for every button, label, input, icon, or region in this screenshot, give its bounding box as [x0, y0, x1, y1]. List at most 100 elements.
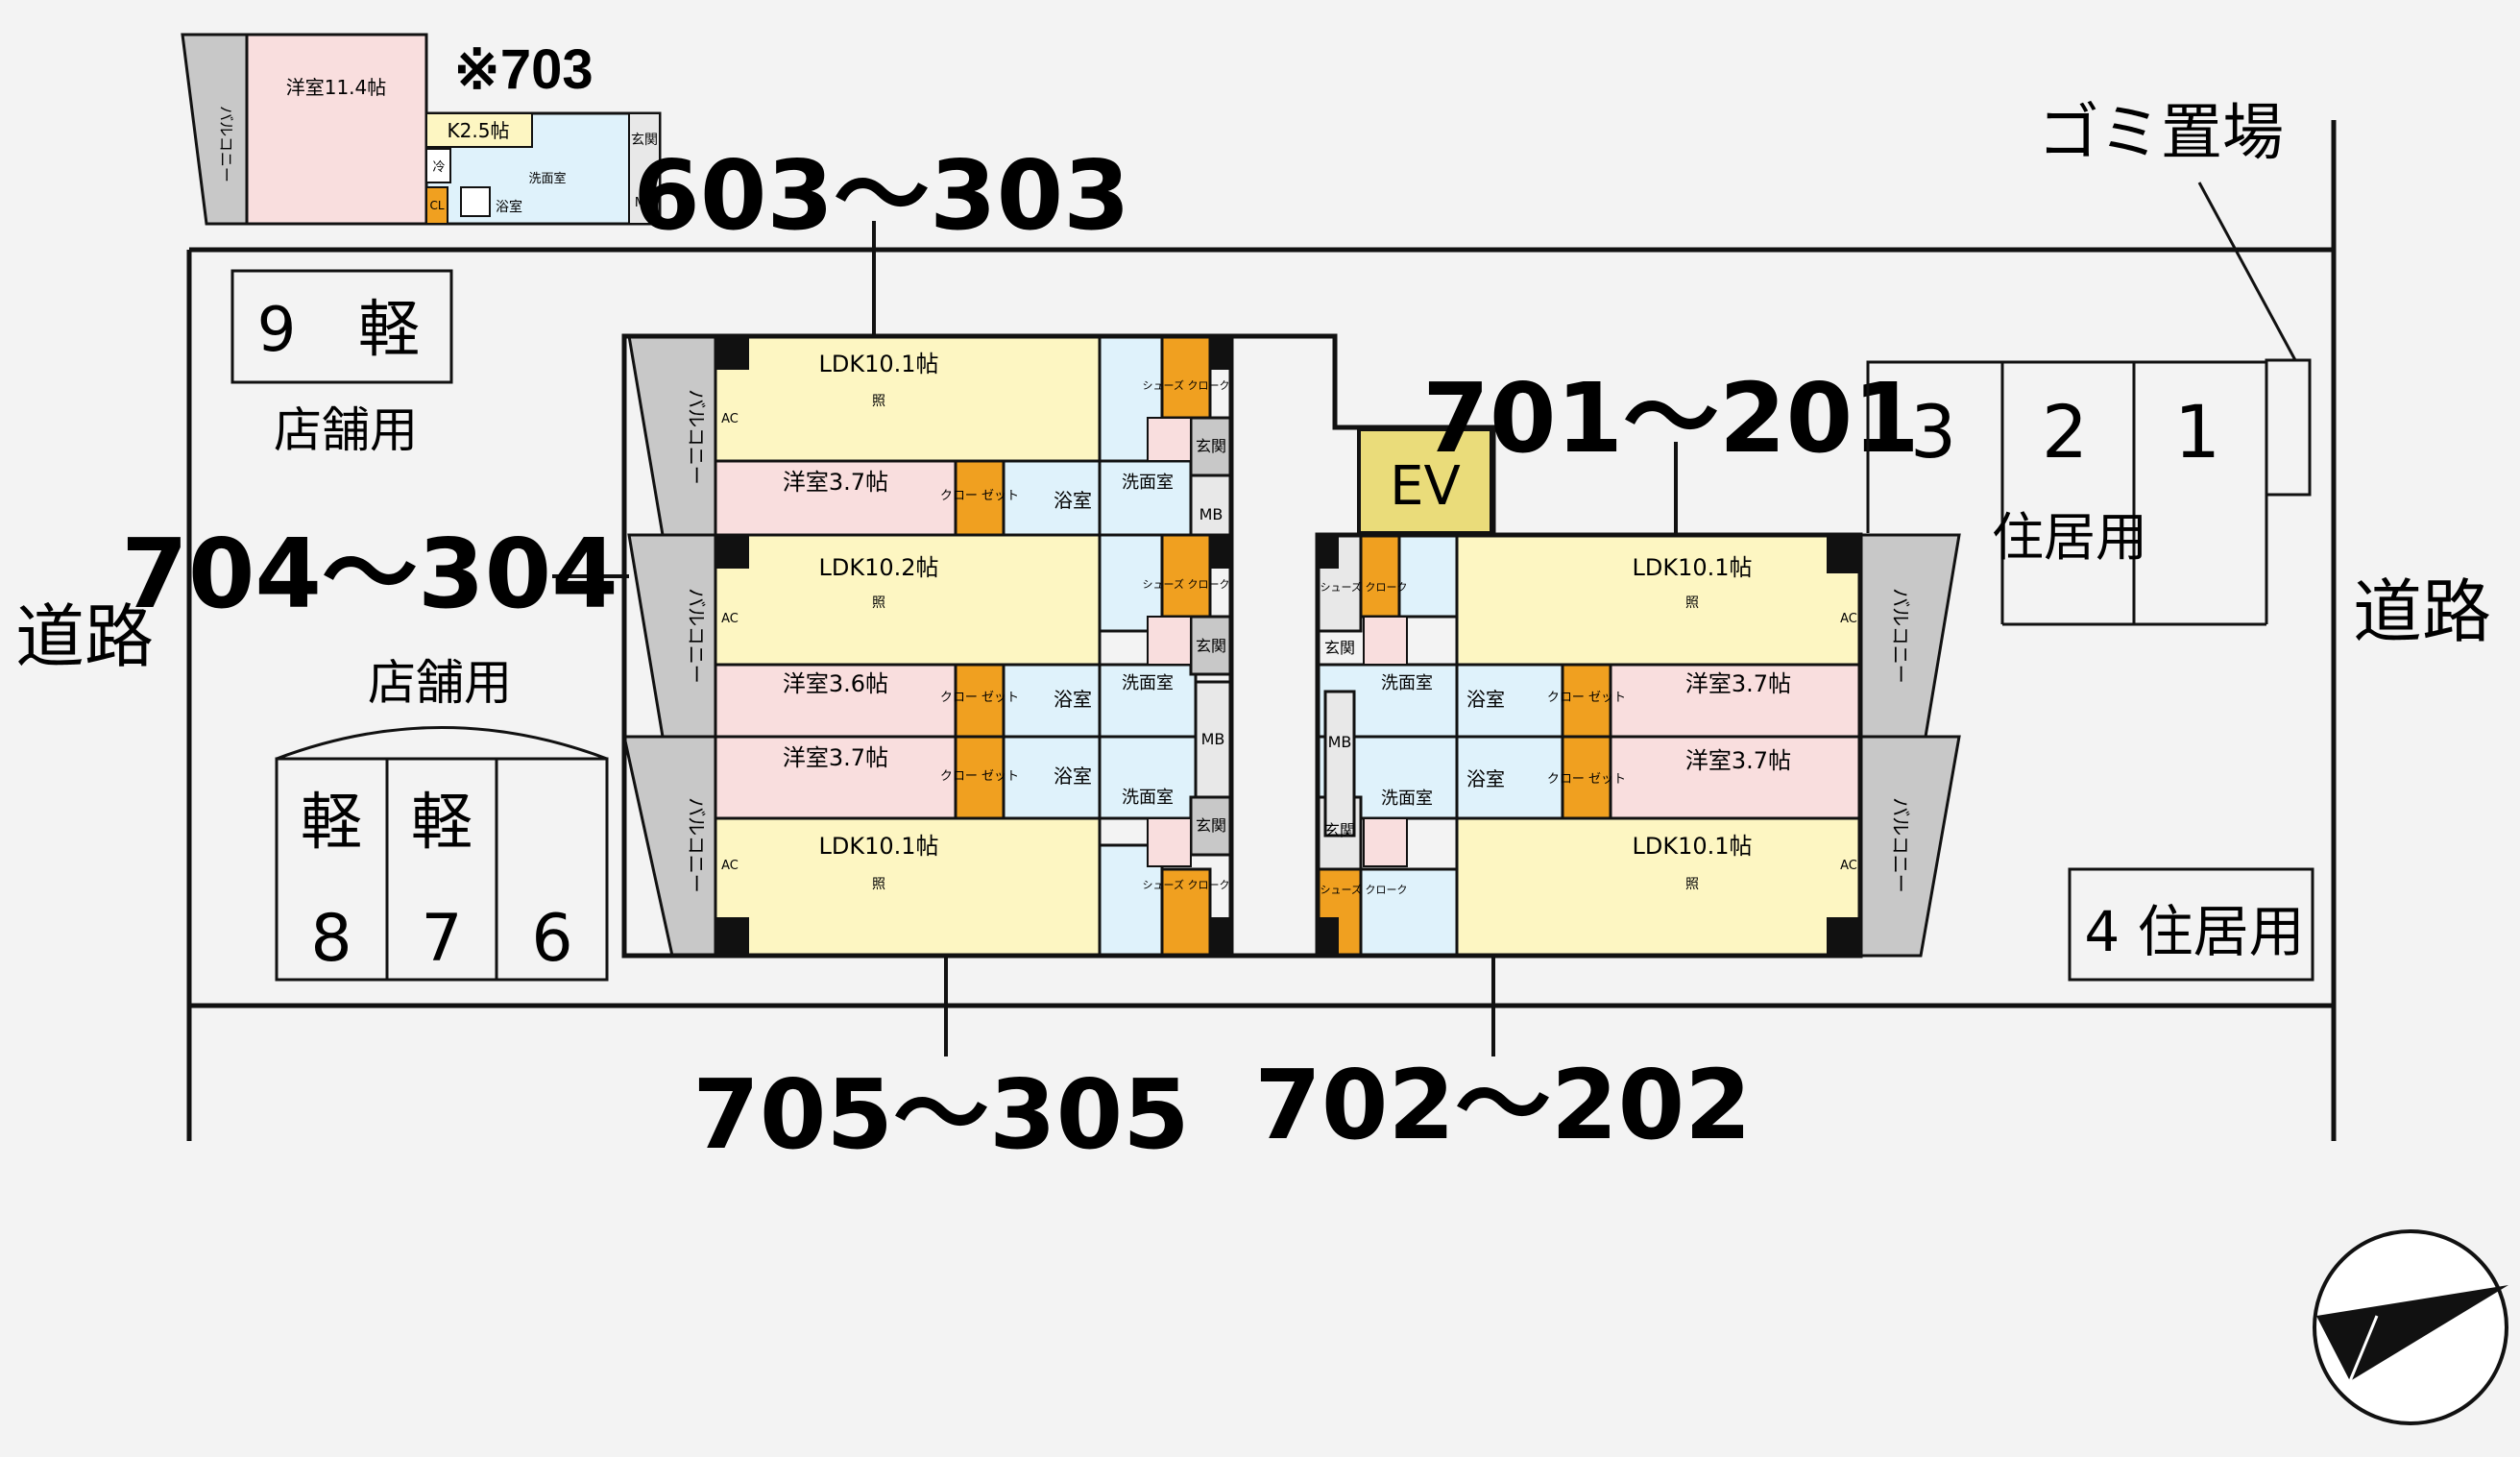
road-right: 道路 — [2353, 571, 2491, 652]
balcony-701: バルコニー — [1889, 588, 1912, 684]
bath-701: 浴室 — [1466, 688, 1505, 711]
mb-603: MB — [1199, 505, 1224, 523]
residential-label: 住居用 — [1992, 507, 2147, 568]
bath-704: 浴室 — [1054, 688, 1092, 711]
closet-705: クロー ゼット — [940, 769, 1019, 784]
label-units-702-202: 702～202 — [1254, 1049, 1751, 1161]
washroom-702: 洗面室 — [1381, 789, 1433, 809]
shoe-closet-603: シューズ クローク — [1143, 378, 1230, 392]
ac-705: AC — [721, 859, 739, 873]
room-western-705: 洋室3.7帖 — [783, 744, 888, 771]
label-units-705-305: 705～305 — [692, 1058, 1189, 1171]
balcony-603: バルコニー — [685, 389, 708, 485]
cl-703: CL — [429, 199, 444, 212]
light-603: 照 — [872, 394, 885, 409]
closet-701: クロー ゼット — [1547, 691, 1626, 705]
entrance-701: 玄関 — [1324, 639, 1355, 657]
room-western-11-4: 洋室11.4帖 — [286, 76, 387, 99]
elevator — [1357, 427, 1493, 535]
parking-8-7-6 — [275, 726, 609, 982]
washroom-701: 洗面室 — [1381, 673, 1433, 693]
room-ldk-603: LDK10.1帖 — [818, 351, 938, 377]
parking-7-number: 7 — [421, 901, 462, 977]
parking-3-2-1 — [1866, 360, 2268, 626]
balcony-704: バルコニー — [685, 588, 708, 684]
shoe-closet-704: シューズ クローク — [1143, 577, 1230, 591]
fridge-703: 冷 — [432, 160, 445, 175]
light-701: 照 — [1685, 595, 1699, 611]
entrance-705: 玄関 — [1196, 816, 1226, 835]
room-k-2-5: K2.5帖 — [448, 119, 510, 142]
label-units-704-304: 704～304 — [121, 518, 618, 630]
unit-703-plan — [181, 33, 662, 226]
ac-702: AC — [1840, 859, 1857, 873]
room-ldk-705: LDK10.1帖 — [818, 833, 938, 860]
balcony-705: バルコニー — [685, 797, 708, 893]
shop-use-bottom: 店舗用 — [368, 655, 512, 711]
ac-603: AC — [721, 412, 739, 426]
room-western-603: 洋室3.7帖 — [783, 469, 888, 496]
parking-8-number: 8 — [310, 901, 351, 977]
light-704: 照 — [872, 595, 885, 611]
closet-704: クロー ゼット — [940, 691, 1019, 705]
leader-lines — [552, 221, 1678, 1056]
mb-703: MB — [635, 196, 654, 210]
garbage-area — [2265, 358, 2312, 497]
bath-703: 浴室 — [496, 199, 522, 215]
road-left: 道路 — [15, 596, 154, 677]
parking-3-number: 3 — [1910, 389, 1956, 474]
elevator-label: EV — [1390, 455, 1461, 518]
parking-6-number: 6 — [531, 901, 572, 977]
ac-701: AC — [1840, 612, 1857, 626]
west-wing — [621, 333, 1234, 959]
shoe-closet-701: シューズ クローク — [1321, 580, 1408, 594]
balcony-703: バルコニー — [217, 106, 235, 182]
parking-9-kei: 軽 — [358, 295, 420, 366]
mb-704: MB — [1201, 730, 1225, 748]
garbage-area-label: ゴミ置場 — [2038, 98, 2284, 169]
garbage-leader — [2197, 182, 2297, 361]
light-702: 照 — [1685, 877, 1699, 892]
room-ldk-701: LDK10.1帖 — [1632, 554, 1752, 581]
closet-603: クロー ゼット — [940, 489, 1019, 503]
shop-use-top: 店舗用 — [274, 402, 418, 458]
parking-2-number: 2 — [2042, 389, 2088, 474]
room-ldk-704: LDK10.2帖 — [818, 554, 938, 581]
entrance-704: 玄関 — [1196, 637, 1226, 655]
washroom-704: 洗面室 — [1122, 673, 1174, 693]
label-units-701-201: 701～201 — [1422, 362, 1919, 474]
entrance-702: 玄関 — [1324, 821, 1355, 839]
bath-702: 浴室 — [1466, 767, 1505, 790]
ac-704: AC — [721, 612, 739, 626]
room-ldk-702: LDK10.1帖 — [1632, 833, 1752, 860]
room-western-701: 洋室3.7帖 — [1685, 670, 1791, 697]
parking-space-4 — [2068, 867, 2314, 982]
light-705: 照 — [872, 877, 885, 892]
parking-9-number: 9 — [257, 295, 297, 366]
bath-603: 浴室 — [1054, 489, 1092, 512]
balcony-702: バルコニー — [1889, 797, 1912, 893]
bath-705: 浴室 — [1054, 765, 1092, 788]
shoe-closet-705: シューズ クローク — [1143, 878, 1230, 891]
parking-8-kei: 軽 — [301, 788, 362, 859]
closet-702: クロー ゼット — [1547, 772, 1626, 787]
north-arrow-icon — [2313, 1229, 2508, 1425]
shoe-closet-702: シューズ クローク — [1321, 883, 1408, 896]
east-wing — [1315, 532, 1961, 959]
label-unit-703: ※703 — [453, 38, 593, 101]
parking-4-label: 4 住居用 — [2084, 899, 2304, 964]
entrance-603: 玄関 — [1196, 437, 1226, 455]
washroom-603: 洗面室 — [1122, 473, 1174, 493]
site-boundary — [186, 120, 2337, 1141]
room-western-702: 洋室3.7帖 — [1685, 747, 1791, 774]
west-wing-labels: LDK10.1帖 洋室3.7帖 LDK10.2帖 洋室3.6帖 洋室3.7帖 L… — [685, 351, 1229, 893]
entrance-703: 玄関 — [631, 132, 658, 148]
east-wing-labels: LDK10.1帖 洋室3.7帖 洋室3.7帖 LDK10.1帖 浴室 洗面室 浴… — [1321, 554, 1912, 896]
washroom-703: 洗面室 — [528, 171, 566, 186]
room-western-704: 洋室3.6帖 — [783, 670, 888, 697]
mb-east: MB — [1328, 733, 1352, 751]
label-units-603-303: 603～303 — [633, 139, 1129, 252]
parking-1-number: 1 — [2174, 389, 2220, 474]
parking-space-9 — [230, 269, 453, 384]
